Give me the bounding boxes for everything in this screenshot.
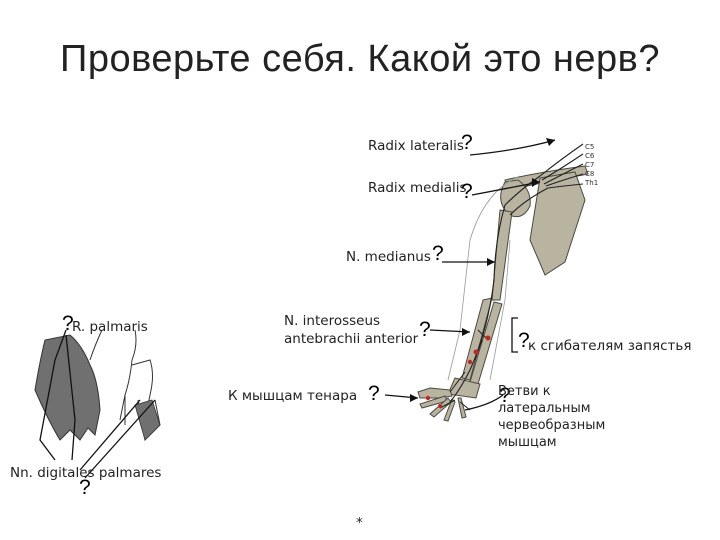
label-vetvi-line4: мышцам xyxy=(498,434,605,451)
root-c6: C6 xyxy=(585,152,598,161)
label-n-medianus: N. medianus xyxy=(346,249,431,265)
root-th1: Th1 xyxy=(585,179,598,188)
label-radix-lateralis: Radix lateralis xyxy=(368,138,464,154)
pointer-lines xyxy=(40,140,555,478)
label-k-sgibatelyam: к сгибателям запястья xyxy=(528,338,692,354)
thumb xyxy=(418,388,452,398)
label-n-interosseus-line1: N. interosseus xyxy=(284,312,418,330)
label-n-interosseus: N. interosseus antebrachii anterior xyxy=(284,312,418,348)
label-k-myshtsam-tenara: К мышцам тенара xyxy=(228,388,357,404)
question-mark-radix-lateralis: ? xyxy=(461,131,473,155)
question-mark-tenar: ? xyxy=(368,382,380,406)
label-vetvi-line1: Ветви к xyxy=(498,383,605,400)
label-vetvi-line2: латеральным xyxy=(498,400,605,417)
label-n-interosseus-line2: antebrachii anterior xyxy=(284,330,418,348)
root-c7: C7 xyxy=(585,161,598,170)
root-c8: C8 xyxy=(585,170,598,179)
question-mark-nn-digitales: ? xyxy=(79,476,91,500)
scapula xyxy=(530,172,585,275)
question-mark-n-interosseus: ? xyxy=(419,318,431,342)
label-vetvi: Ветви к латеральным червеобразным мышцам xyxy=(498,383,605,451)
question-mark-radix-medialis: ? xyxy=(461,180,473,204)
spinal-roots: C5 C6 C7 C8 Th1 xyxy=(585,143,598,188)
root-c5: C5 xyxy=(585,143,598,152)
question-mark-n-medianus: ? xyxy=(432,242,444,266)
footnote-star: * xyxy=(356,515,363,531)
label-vetvi-line3: червеобразным xyxy=(498,417,605,434)
finger-4 xyxy=(458,398,466,418)
label-r-palmaris: R. palmaris xyxy=(72,319,148,335)
label-radix-medialis: Radix medialis xyxy=(368,180,467,196)
